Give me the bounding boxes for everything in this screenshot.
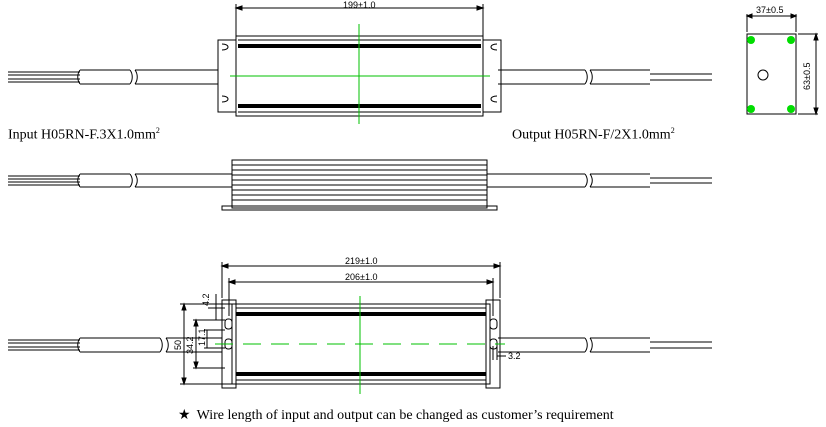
side-body [231, 159, 488, 209]
input-cable-sup: 2 [155, 126, 160, 135]
side-view [8, 159, 712, 211]
output-cable-label: Output H05RN-F/2X1.0mm2 [512, 126, 675, 144]
bottom-view [8, 262, 712, 394]
dim-3-2: 3.2 [508, 351, 521, 361]
dim-34-2: 34.2 [185, 336, 195, 354]
output-cable-sup: 2 [670, 126, 675, 135]
dim-mount-pitch: 206±1.0 [345, 272, 377, 282]
footnote: ★ Wire length of input and output can be … [178, 407, 614, 424]
footnote-text: Wire length of input and output can be c… [196, 408, 614, 423]
dim-17-1: 17.1 [197, 328, 207, 346]
dim-end-width: 37±0.5 [756, 5, 783, 15]
dim-50: 50 [173, 340, 183, 350]
star-icon: ★ [178, 408, 191, 423]
dim-top-length: 199±1.0 [343, 0, 375, 10]
dim-4-2: 4.2 [201, 293, 211, 306]
dim-overall-length: 219±1.0 [345, 256, 377, 266]
side-fins [232, 164, 487, 201]
top-output-wires [498, 69, 712, 85]
output-cable-text: Output H05RN-F/2X1.0mm [512, 127, 671, 143]
end-view [745, 13, 819, 116]
end-body [746, 33, 797, 115]
dim-end-height: 63±0.5 [802, 63, 812, 90]
top-view [8, 4, 712, 124]
input-cable-label: Input H05RN-F.3X1.0mm2 [8, 126, 160, 144]
top-input-wires [8, 69, 218, 85]
side-base-flange [221, 205, 498, 211]
end-markers [747, 36, 795, 113]
input-cable-text: Input H05RN-F.3X1.0mm [8, 127, 156, 143]
